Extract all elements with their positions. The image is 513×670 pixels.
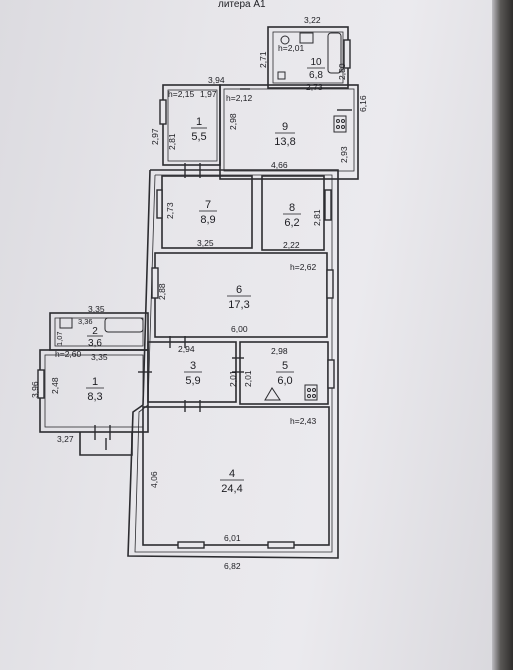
- bathtub-icon: [327, 32, 342, 74]
- svg-text:3,6: 3,6: [88, 338, 102, 349]
- room-label-7: 7 8,9: [199, 199, 217, 226]
- room-label-3: 3 5,9: [184, 360, 202, 387]
- svg-text:1: 1: [196, 116, 202, 128]
- dim-label: 1,97: [200, 89, 217, 99]
- svg-text:6,2: 6,2: [284, 217, 299, 229]
- dim-label: 4,06: [149, 471, 159, 488]
- dim-label: 2,88: [157, 283, 167, 300]
- dim-label: 2,22: [283, 240, 300, 250]
- svg-text:7: 7: [205, 199, 211, 211]
- dim-label: 2,97: [150, 128, 160, 145]
- svg-text:8: 8: [289, 202, 295, 214]
- svg-text:4: 4: [229, 468, 235, 480]
- dim-label: 3,27: [57, 434, 74, 444]
- dim-label: 2,93: [339, 146, 349, 163]
- sink-icon-room-2: [59, 317, 73, 329]
- dim-label: 6,01: [224, 533, 241, 543]
- svg-text:8,9: 8,9: [200, 214, 215, 226]
- sink-icon: [299, 32, 314, 44]
- dim-label: 2,73: [165, 202, 175, 219]
- dim-label: 2,01: [228, 370, 238, 387]
- dim-label: h=2,62: [290, 262, 317, 272]
- stove-icon-kitchen: [333, 115, 347, 133]
- svg-text:1: 1: [92, 376, 98, 388]
- svg-text:13,8: 13,8: [274, 136, 295, 148]
- svg-text:5,9: 5,9: [185, 375, 200, 387]
- svg-text:2: 2: [92, 326, 98, 337]
- room-label-5: 5 6,0: [276, 360, 294, 387]
- dim-label: 3,35: [88, 304, 105, 314]
- wall-room-8: [261, 175, 325, 251]
- stove-icon-room-5: [304, 384, 318, 401]
- dim-label: 2,01: [243, 370, 253, 387]
- dim-label: h=2,01: [278, 43, 305, 53]
- svg-text:24,4: 24,4: [221, 483, 242, 495]
- svg-text:5,5: 5,5: [191, 131, 206, 143]
- room-label-4: 4 24,4: [220, 468, 244, 495]
- wall-porch: [79, 432, 133, 456]
- svg-text:17,3: 17,3: [228, 299, 249, 311]
- page-edge-shadow: [492, 0, 513, 670]
- svg-text:6,0: 6,0: [277, 375, 292, 387]
- svg-text:5: 5: [282, 360, 288, 372]
- wall-room-9: [219, 84, 359, 180]
- dim-label: 2,48: [50, 377, 60, 394]
- svg-text:6: 6: [236, 284, 242, 296]
- dim-label: 3,22: [304, 15, 321, 25]
- svg-text:3: 3: [190, 360, 196, 372]
- dim-label: 2,73: [306, 82, 323, 92]
- room-label-8: 8 6,2: [283, 202, 301, 229]
- bathtub-icon-room-2: [104, 317, 144, 333]
- dim-label: 2,71: [258, 51, 268, 68]
- dim-label: 3,94: [208, 75, 225, 85]
- room-label-1-left: 1 8,3: [86, 376, 104, 403]
- dim-label: 3,36: [78, 317, 93, 326]
- dim-label: 4,66: [271, 160, 288, 170]
- dim-label: h=2,60: [55, 349, 82, 359]
- dim-label: 2,50: [337, 63, 347, 80]
- dim-label: 6,16: [358, 95, 368, 112]
- svg-text:9: 9: [282, 121, 288, 133]
- header-fragment: литера А1: [218, 0, 266, 10]
- svg-text:6,8: 6,8: [309, 70, 323, 81]
- dim-label: 6,00: [231, 324, 248, 334]
- svg-text:10: 10: [310, 57, 322, 68]
- dim-label: 3,96: [30, 381, 40, 398]
- boiler-icon: [264, 387, 281, 401]
- room-label-1-upper: 1 5,5: [191, 116, 207, 143]
- dim-label: h=2,43: [290, 416, 317, 426]
- toilet-icon: [280, 35, 290, 45]
- room-label-9: 9 13,8: [274, 121, 295, 148]
- dim-label: 2,98: [271, 346, 288, 356]
- wall-room-4: [142, 406, 330, 546]
- dim-label: 2,81: [312, 209, 322, 226]
- dim-label: 3,35: [91, 352, 108, 362]
- wall-main-outer: [127, 169, 339, 559]
- dim-label: 1,07: [55, 331, 64, 346]
- room-label-10: 10 6,8: [307, 57, 325, 81]
- dim-label: 3,25: [197, 238, 214, 248]
- room-label-6: 6 17,3: [227, 284, 251, 311]
- room-label-2: 2 3,6: [87, 326, 103, 349]
- svg-text:8,3: 8,3: [87, 391, 102, 403]
- dim-label: h=2,12: [226, 93, 253, 103]
- dim-label: h=2,15: [168, 89, 195, 99]
- dim-label: 2,98: [228, 113, 238, 130]
- dim-label: 2,94: [178, 344, 195, 354]
- dim-label: 2,81: [167, 133, 177, 150]
- dim-label: 6,82: [224, 561, 241, 571]
